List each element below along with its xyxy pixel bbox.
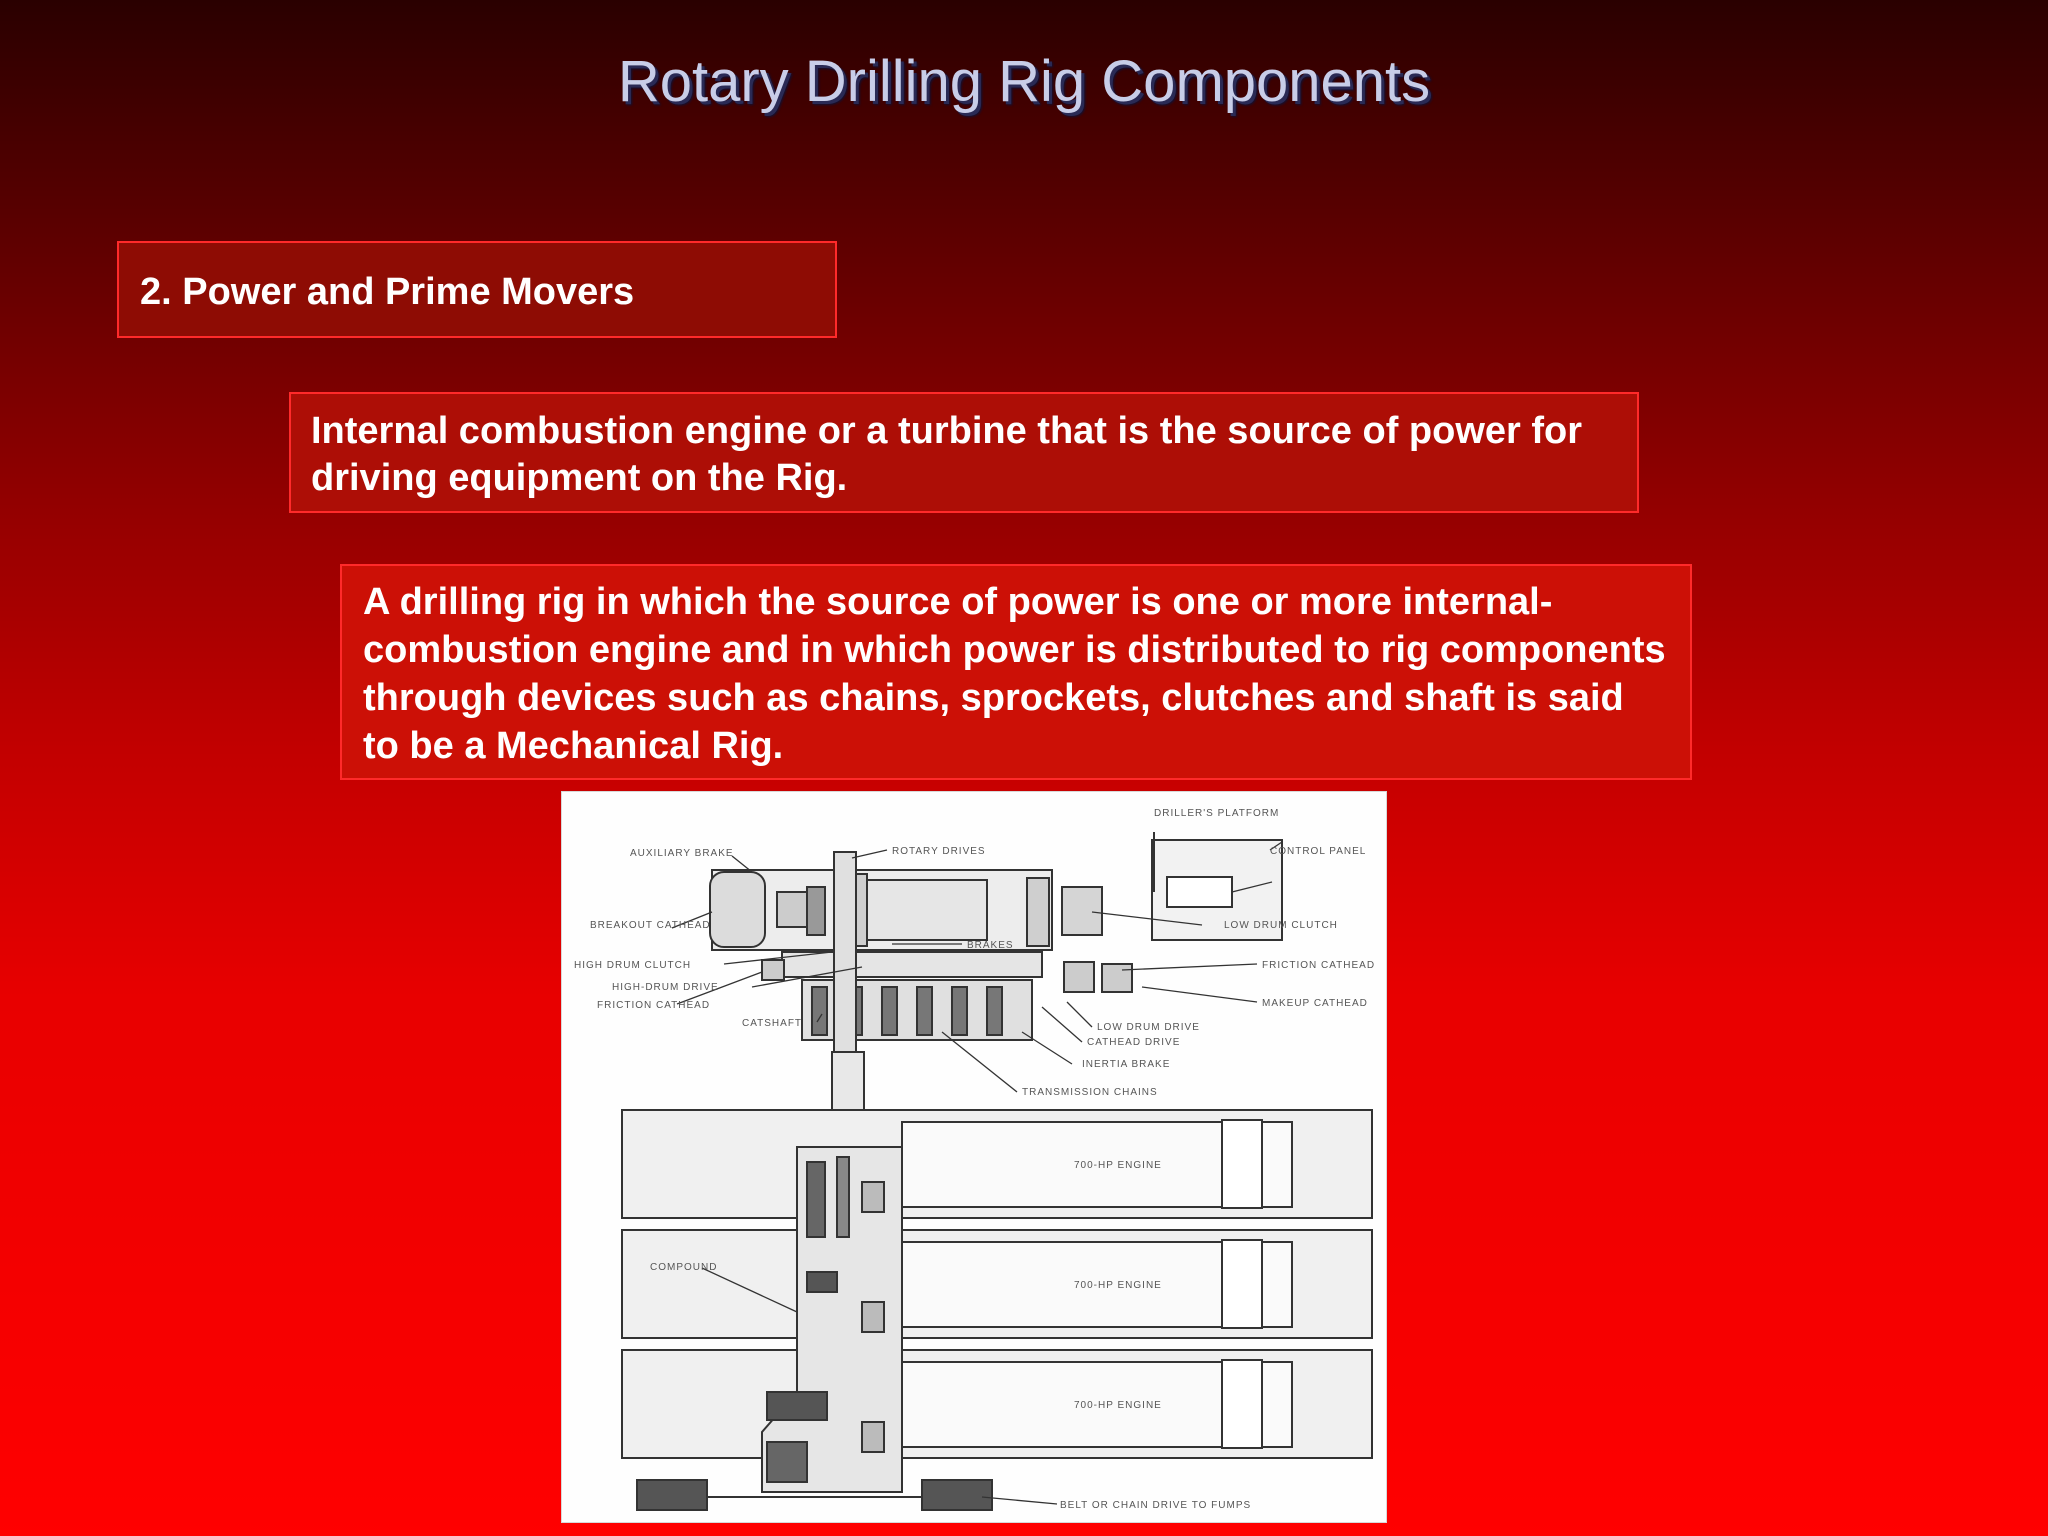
label-engine-2: 700-HP ENGINE: [1074, 1280, 1162, 1291]
label-compound: COMPOUND: [650, 1262, 717, 1273]
label-auxiliary-brake: AUXILIARY BRAKE: [630, 848, 734, 859]
label-drillers-platform: DRILLER'S PLATFORM: [1154, 808, 1279, 819]
label-cathead-drive: CATHEAD DRIVE: [1087, 1037, 1180, 1048]
section-heading: 2. Power and Prime Movers: [140, 271, 635, 313]
label-friction-cathead-left: FRICTION CATHEAD: [597, 1000, 710, 1011]
slide-title: Rotary Drilling Rig Components: [617, 49, 1431, 114]
label-engine-1: 700-HP ENGINE: [1074, 1160, 1162, 1171]
label-rotary-drives: ROTARY DRIVES: [892, 846, 986, 857]
label-transmission-chains: TRANSMISSION CHAINS: [1022, 1087, 1158, 1098]
description-text: A drilling rig in which the source of po…: [363, 581, 1666, 767]
label-low-drum-clutch: LOW DRUM CLUTCH: [1224, 920, 1338, 931]
definition-text: Internal combustion engine or a turbine …: [311, 410, 1583, 499]
label-high-drum-clutch: HIGH DRUM CLUTCH: [574, 960, 691, 971]
label-high-drum-drive: HIGH-DRUM DRIVE: [612, 982, 719, 993]
rig-schematic: DRILLER'S PLATFORM CONTROL PANEL AUXILIA…: [574, 808, 1375, 1511]
mechanical-rig-diagram: DRILLER'S PLATFORM CONTROL PANEL AUXILIA…: [561, 791, 1387, 1523]
label-belt-drive: BELT OR CHAIN DRIVE TO FUMPS: [1060, 1500, 1251, 1511]
description-box: A drilling rig in which the source of po…: [340, 564, 1692, 780]
label-engine-3: 700-HP ENGINE: [1074, 1400, 1162, 1411]
label-makeup-cathead: MAKEUP CATHEAD: [1262, 998, 1368, 1009]
label-catshaft: CATSHAFT: [742, 1018, 802, 1029]
label-low-drum-drive: LOW DRUM DRIVE: [1097, 1022, 1200, 1033]
label-inertia-brake: INERTIA BRAKE: [1082, 1059, 1170, 1070]
label-breakout-cathead: BREAKOUT CATHEAD: [590, 920, 711, 931]
definition-box: Internal combustion engine or a turbine …: [289, 392, 1639, 513]
label-friction-cathead-right: FRICTION CATHEAD: [1262, 960, 1375, 971]
label-brakes: BRAKES: [967, 940, 1014, 951]
label-control-panel: CONTROL PANEL: [1270, 846, 1366, 857]
section-heading-box: 2. Power and Prime Movers: [117, 241, 837, 338]
